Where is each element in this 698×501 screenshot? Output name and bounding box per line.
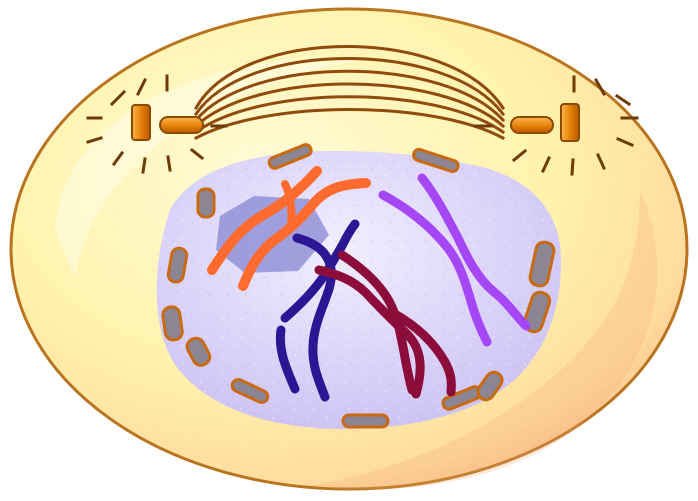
envelope-fragment-9: [343, 415, 388, 427]
right-centriole-vertical: [561, 104, 579, 141]
left-centriole-vertical: [132, 105, 150, 140]
right-centriole-horizontal: [511, 117, 553, 133]
envelope-fragment-3: [198, 189, 214, 217]
left-centriole-horizontal: [160, 117, 203, 133]
envelope-fragment-6: [162, 306, 183, 341]
